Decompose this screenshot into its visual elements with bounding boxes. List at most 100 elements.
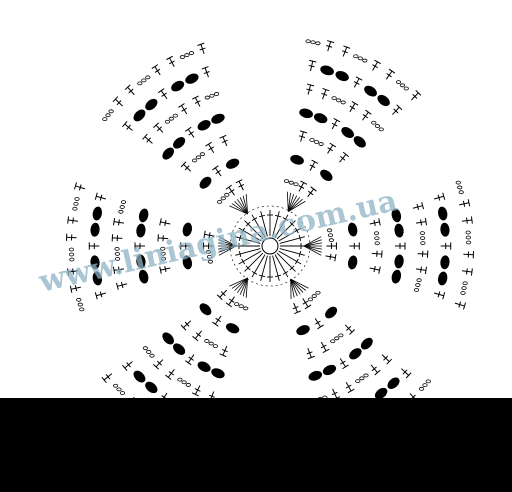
chain-stitch-symbol [338,333,344,338]
chain-stitch-symbol [79,307,85,312]
cluster-stitch-symbol [136,223,146,238]
chain-stitch-symbol [160,251,166,256]
cluster-stitch-symbol [145,98,158,111]
stitch-bar [208,232,211,239]
chain-stitch-symbol [420,241,426,246]
stitch-top [378,266,381,274]
stitch-top [462,302,467,310]
stitch-top [378,218,381,226]
crochet-chart [65,39,475,398]
stitch-top [322,87,330,92]
chain-stitch-symbol [119,391,126,395]
chain-stitch-symbol [69,257,75,262]
stitch-bar [241,258,246,265]
chain-stitch-symbol [457,185,463,190]
stitch-top [424,266,428,274]
chain-stitch-symbol [466,240,472,245]
stitch-bar [326,45,333,48]
stitch-top [192,95,199,100]
treble-fan-stitch [287,194,295,212]
chain-stitch-symbol [374,241,380,246]
chain-stitch-symbol [310,40,316,45]
stitch-bar [72,217,74,224]
treble-fan-stitch [231,277,248,289]
chain-stitch-symbol [234,302,240,307]
stitch-top [415,89,422,96]
stitch-bar [420,219,422,226]
stitch-top [349,329,356,335]
stitch-bar [412,93,418,99]
chain-stitch-symbol [146,350,152,354]
stitch-top [424,218,428,226]
center-stitch [272,255,280,281]
stitch-top [69,285,73,293]
stitch-bar [251,217,258,222]
stitch-top [307,355,315,360]
chain-stitch-symbol [355,379,361,384]
stitch-bar [353,81,360,85]
chain-stitch-symbol [72,206,78,211]
chain-stitch-symbol [209,93,215,98]
stitch-top [101,376,107,384]
stitch-bar [373,219,376,226]
chain-stitch-symbol [327,228,333,233]
cluster-stitch-symbol [182,222,193,237]
center-stitch [238,227,262,242]
chain-stitch-symbol [243,306,249,311]
chain-stitch-symbol [305,39,311,44]
chain-stitch-symbol [353,54,359,59]
cluster-stitch-symbol [211,113,225,124]
chain-stitch-symbol [238,304,244,309]
stitch-bar [275,214,282,218]
chain-stitch-symbol [362,58,368,63]
treble-fan-stitch [242,195,249,215]
chain-stitch-symbol [74,197,80,201]
chain-stitch-symbol [141,78,147,83]
cluster-stitch-symbol [320,169,333,181]
chain-stitch-symbol [181,380,187,385]
treble-fan-stitch [218,236,237,247]
stitch-bar [292,306,299,310]
stitch-top [142,133,148,140]
stitch-bar [116,100,122,106]
treble-fan-stitch [229,205,248,215]
stitch-top [467,199,471,207]
stitch-top [153,363,160,370]
chain-stitch-symbol [105,113,111,118]
stitch-top [212,165,219,171]
cluster-stitch-symbol [162,332,174,345]
cluster-stitch-symbol [136,254,146,269]
stitch-bar [221,348,228,353]
chain-stitch-symbol [142,346,148,351]
stitch-bar [251,270,258,275]
stitch-bar [258,274,265,278]
stitch-bar [308,64,315,68]
chain-stitch-symbol [334,336,340,341]
chain-stitch-symbol [224,192,230,197]
treble-fan-stitch [234,277,248,291]
stitch-top [333,118,341,123]
cluster-stitch-symbol [199,176,212,189]
cluster-stitch-symbol [313,113,328,124]
treble-fan-stitch [236,199,248,215]
chain-stitch-symbol [403,86,409,91]
stitch-bar [331,391,338,396]
stitch-top [112,96,119,103]
chain-stitch-symbol [164,119,170,124]
chain-stitch-symbol [145,75,151,80]
center-ring [229,205,311,287]
chain-stitch-symbol [327,233,334,238]
chain-stitch-symbol [188,51,195,55]
chain-stitch-symbol [395,80,402,85]
stitch-bar [169,60,175,65]
treble-fan-stitch [245,277,249,298]
stitch-bar [345,384,352,389]
cluster-stitch-symbol [322,364,337,376]
stitch-top [203,230,206,239]
stitch-top [219,134,227,139]
cluster-stitch-symbol [325,306,338,319]
stitch-bar [331,122,338,127]
stitch-top [347,388,355,394]
stitch-top [381,250,383,258]
chain-stitch-symbol [373,231,380,236]
